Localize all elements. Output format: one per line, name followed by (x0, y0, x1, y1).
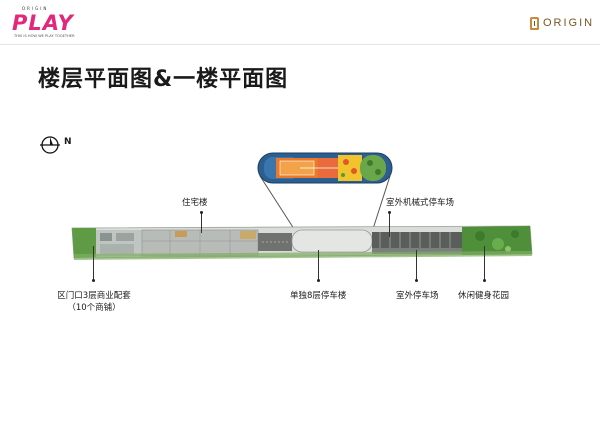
brand-top-text: ORIGIN (22, 6, 49, 11)
label-commercial-line2: （10个商铺） (67, 303, 121, 313)
residential-marker (200, 211, 203, 214)
mech-parking-leader (389, 213, 390, 237)
inset-connector-left (259, 175, 297, 233)
origin-logo: ORIGIN (530, 14, 594, 32)
garden-marker (483, 279, 486, 282)
origin-mark-icon (530, 16, 539, 30)
outdoor-parking-marker (415, 279, 418, 282)
label-residential: 住宅楼 (182, 198, 208, 208)
commercial-leader (93, 246, 94, 280)
inset-connector-right (371, 175, 391, 233)
site-strip (71, 225, 533, 260)
origin-wordmark: ORIGIN (543, 17, 595, 29)
car-park-marker (317, 279, 320, 282)
label-commercial: 区门口3层商业配套 （10个商铺） (48, 289, 140, 313)
header-divider (0, 44, 600, 45)
brand-sub-text: THIS IS HOW WE PLAY TOGETHER (14, 34, 75, 38)
label-mech-parking: 室外机械式停车场 (386, 198, 455, 208)
floor-inset (257, 152, 393, 184)
compass-icon (40, 136, 60, 154)
commercial-marker (92, 279, 95, 282)
brand-main-text: PLAY (12, 11, 74, 35)
mech-parking-marker (388, 211, 391, 214)
north-compass: N (40, 135, 80, 155)
label-garden: 休闲健身花园 (458, 291, 510, 301)
label-outdoor-parking: 室外停车场 (396, 291, 439, 301)
label-car-park: 单独8层停车楼 (290, 291, 347, 301)
label-commercial-line1: 区门口3层商业配套 (57, 291, 131, 301)
play-logo: ORIGIN PLAY THIS IS HOW WE PLAY TOGETHER (12, 6, 75, 42)
car-park-leader (318, 250, 319, 280)
outdoor-parking-leader (416, 250, 417, 280)
compass-label: N (64, 137, 72, 147)
page-title: 楼层平面图&一楼平面图 (38, 67, 289, 92)
residential-leader (201, 213, 202, 233)
garden-leader (484, 246, 485, 280)
